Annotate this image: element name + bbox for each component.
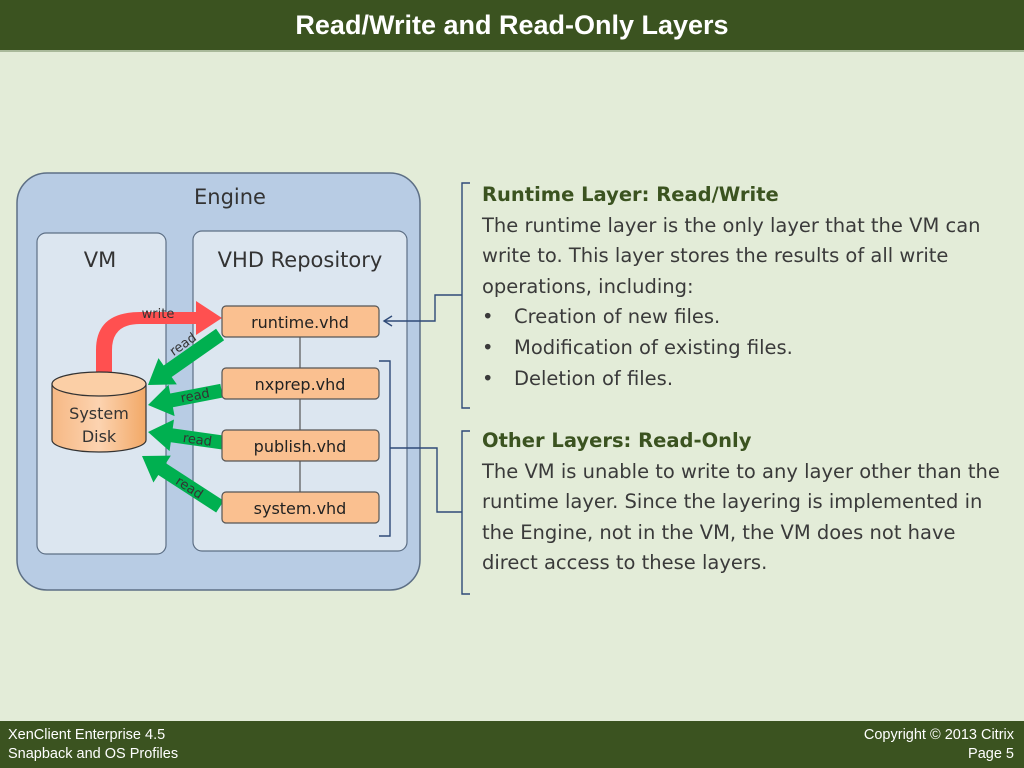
layer-publish-vhd: publish.vhd (221, 429, 380, 462)
other-layers-body: The VM is unable to write to any layer o… (482, 459, 1000, 575)
read-label-publish: read (182, 431, 213, 450)
vhd-repository-label: VHD Repository (218, 248, 383, 272)
runtime-layer-bullets: Creation of new files. Modification of e… (482, 302, 1012, 394)
layer-nxprep-label: nxprep.vhd (255, 375, 346, 394)
runtime-layer-section: Runtime Layer: Read/Write The runtime la… (482, 180, 1012, 394)
title-divider (0, 50, 1024, 52)
runtime-text-bracket (461, 182, 470, 409)
other-layers-section: Other Layers: Read-Only The VM is unable… (482, 426, 1012, 579)
bullet-item: Creation of new files. (482, 302, 1012, 333)
footer-left: XenClient Enterprise 4.5 Snapback and OS… (8, 726, 178, 764)
footer-bar: XenClient Enterprise 4.5 Snapback and OS… (0, 721, 1024, 768)
vm-label: VM (84, 248, 116, 272)
other-layers-heading: Other Layers: Read-Only (482, 429, 752, 452)
other-layers-text-bracket (461, 430, 470, 595)
read-arrow-publish: read (148, 419, 225, 452)
runtime-layer-body: The runtime layer is the only layer that… (482, 213, 981, 298)
runtime-layer-heading: Runtime Layer: Read/Write (482, 183, 779, 206)
footer-right: Copyright © 2013 Citrix Page 5 (864, 726, 1014, 764)
layer-runtime-vhd: runtime.vhd (221, 305, 380, 338)
footer-subtitle: Snapback and OS Profiles (8, 746, 179, 762)
write-arrow: write (96, 301, 222, 375)
read-arrow-nxprep: read (148, 383, 223, 417)
system-disk-label-line1: System (69, 404, 129, 423)
runtime-connector (382, 294, 462, 327)
system-disk: System Disk (51, 371, 147, 453)
write-label: write (142, 307, 175, 322)
layer-system-label: system.vhd (254, 499, 347, 518)
read-label-nxprep: read (179, 386, 211, 406)
slide-title: Read/Write and Read-Only Layers (0, 0, 1024, 50)
footer-page-number: Page 5 (968, 746, 1014, 762)
footer-product: XenClient Enterprise 4.5 (8, 727, 166, 743)
read-only-layers-bracket (379, 360, 462, 537)
layer-system-vhd: system.vhd (221, 491, 380, 524)
layer-publish-label: publish.vhd (254, 437, 347, 456)
footer-copyright: Copyright © 2013 Citrix (863, 727, 1014, 743)
engine-label: Engine (194, 185, 266, 209)
slide-title-text: Read/Write and Read-Only Layers (295, 9, 729, 40)
bullet-item: Deletion of files. (482, 364, 1012, 395)
layer-runtime-label: runtime.vhd (251, 313, 349, 332)
bullet-item: Modification of existing files. (482, 333, 1012, 364)
system-disk-label-line2: Disk (82, 427, 117, 446)
layer-nxprep-vhd: nxprep.vhd (221, 367, 380, 400)
